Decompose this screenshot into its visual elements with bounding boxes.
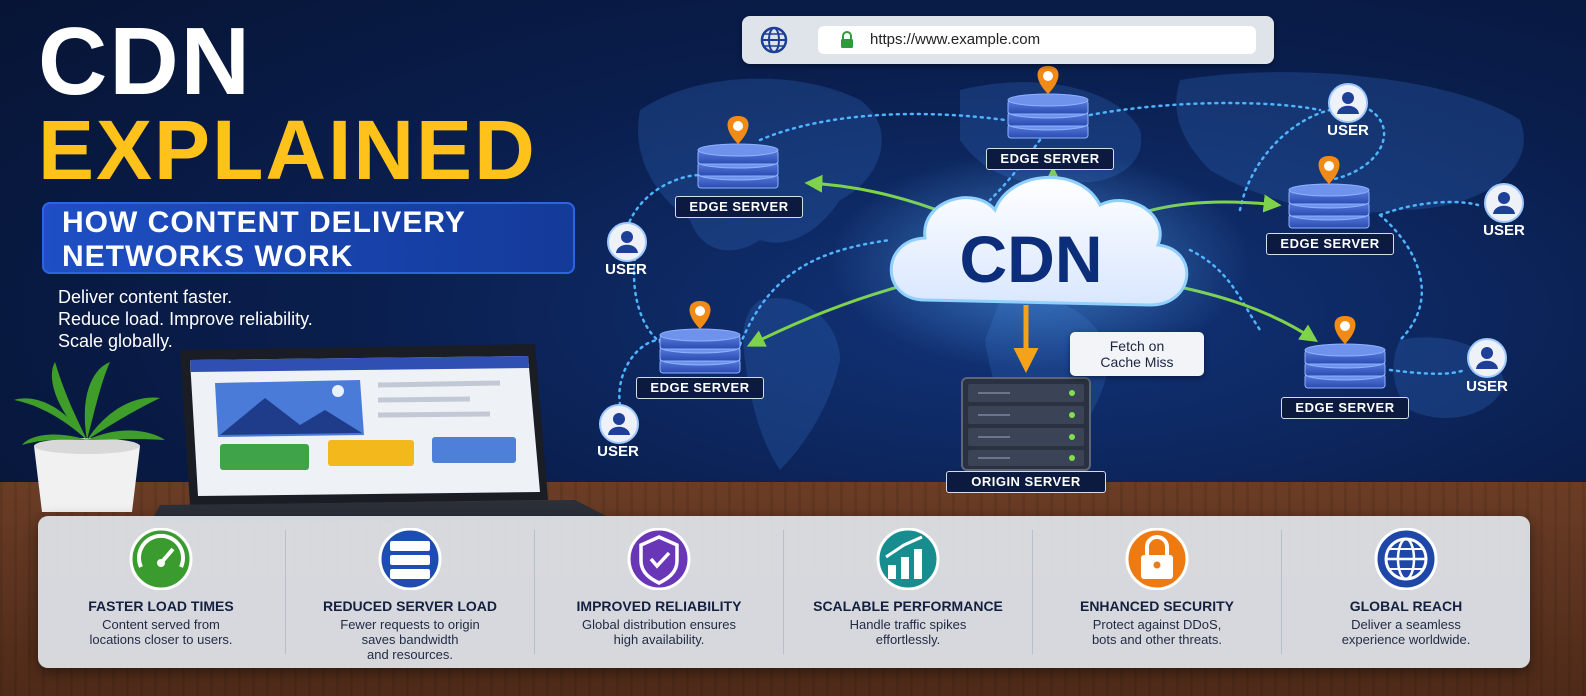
tagline-line: Scale globally. <box>58 331 173 351</box>
feature-description: Protect against DDoS,bots and other thre… <box>1034 617 1280 647</box>
edge-server-stack <box>1007 66 1089 139</box>
feature-title: GLOBAL REACH <box>1349 598 1463 614</box>
feature-description-line: experience worldwide. <box>1341 632 1471 647</box>
user-icon <box>607 222 647 262</box>
user-icon <box>1328 83 1368 123</box>
feature-divider <box>1281 530 1282 654</box>
potted-plant <box>14 362 165 512</box>
globe-icon <box>1374 528 1438 590</box>
user-label: USER <box>1466 378 1508 395</box>
feature-divider <box>534 530 535 654</box>
tagline-line: Reduce load. Improve reliability. <box>58 309 313 329</box>
shield-check-icon <box>627 528 691 590</box>
user-label: USER <box>597 443 639 460</box>
feature-description-line: high availability. <box>613 632 705 647</box>
url-field[interactable]: https://www.example.com <box>818 26 1256 54</box>
feature-description-line: effortlessly. <box>875 632 941 647</box>
feature-title: FASTER LOAD TIMES <box>88 598 234 614</box>
user-label: USER <box>1483 222 1525 239</box>
edge-server-label: EDGE SERVER <box>1281 397 1409 419</box>
speedometer-icon <box>129 528 193 590</box>
feature-description-line: locations closer to users. <box>89 632 233 647</box>
title-explained: EXPLAINED <box>38 103 537 197</box>
laptop-illustration <box>150 344 610 524</box>
edge-server-label: EDGE SERVER <box>675 196 803 218</box>
feature-title: SCALABLE PERFORMANCE <box>813 598 1003 614</box>
edge-server-stack <box>659 301 741 374</box>
tagline-line: Deliver content faster. <box>58 287 233 307</box>
feature-description-line: Deliver a seamless <box>1351 617 1461 632</box>
cdn-cloud <box>889 175 1189 307</box>
feature-divider <box>783 530 784 654</box>
feature-description-line: saves bandwidth <box>361 632 459 647</box>
feature-divider <box>285 530 286 654</box>
feature-title: ENHANCED SECURITY <box>1079 598 1234 614</box>
subtitle-box: HOW CONTENT DELIVERY NETWORKS WORK <box>42 202 575 274</box>
tagline: Deliver content faster. Reduce load. Imp… <box>58 286 313 352</box>
user-label: USER <box>605 261 647 278</box>
padlock-icon <box>1125 528 1189 590</box>
browser-url-bar[interactable]: https://www.example.com <box>742 16 1274 64</box>
feature-description-line: Global distribution ensures <box>582 617 736 632</box>
feature-item: REDUCED SERVER LOAD Fewer requests to ori… <box>287 516 533 668</box>
fetch-on-cache-miss-note: Fetch on Cache Miss <box>1070 332 1204 376</box>
cdn-cloud-label: CDN <box>959 222 1103 296</box>
subtitle-line-2: NETWORKS WORK <box>62 240 354 273</box>
feature-divider <box>1032 530 1033 654</box>
feature-description-line: Fewer requests to origin <box>340 617 480 632</box>
feature-description-line: Handle traffic spikes <box>849 617 967 632</box>
edge-server-stack <box>697 116 779 189</box>
user-label: USER <box>1327 122 1369 139</box>
title-cdn: CDN <box>38 8 252 115</box>
feature-title: IMPROVED RELIABILITY <box>576 598 742 614</box>
feature-description-line: Content served from <box>102 617 220 632</box>
fetch-note-line: Cache Miss <box>1100 354 1174 370</box>
origin-server-label: ORIGIN SERVER <box>946 471 1106 493</box>
feature-item: SCALABLE PERFORMANCE Handle traffic spike… <box>785 516 1031 668</box>
edge-server-label: EDGE SERVER <box>636 377 764 399</box>
feature-description-line: Protect against DDoS, <box>1092 617 1222 632</box>
user-icon <box>599 404 639 444</box>
user-icon <box>1467 338 1507 378</box>
user-icon <box>1484 183 1524 223</box>
globe-icon <box>760 26 788 54</box>
fetch-note-line: Fetch on <box>1109 338 1165 354</box>
growth-chart-icon <box>876 528 940 590</box>
feature-description-line: bots and other threats. <box>1091 632 1223 647</box>
edge-server-stack <box>1288 156 1370 229</box>
lock-icon <box>841 31 853 48</box>
edge-server-stack <box>1304 316 1386 389</box>
subtitle-line-1: HOW CONTENT DELIVERY <box>62 206 466 239</box>
feature-item: IMPROVED RELIABILITY Global distribution … <box>536 516 782 668</box>
feature-description-line: and resources. <box>367 647 453 662</box>
origin-server-rack <box>961 377 1091 471</box>
url-text: https://www.example.com <box>870 31 1041 48</box>
feature-item: ENHANCED SECURITY Protect against DDoS,bo… <box>1034 516 1280 668</box>
server-stack-icon <box>378 528 442 590</box>
feature-title: REDUCED SERVER LOAD <box>323 598 497 614</box>
edge-server-label: EDGE SERVER <box>1266 233 1394 255</box>
edge-server-label: EDGE SERVER <box>986 148 1114 170</box>
